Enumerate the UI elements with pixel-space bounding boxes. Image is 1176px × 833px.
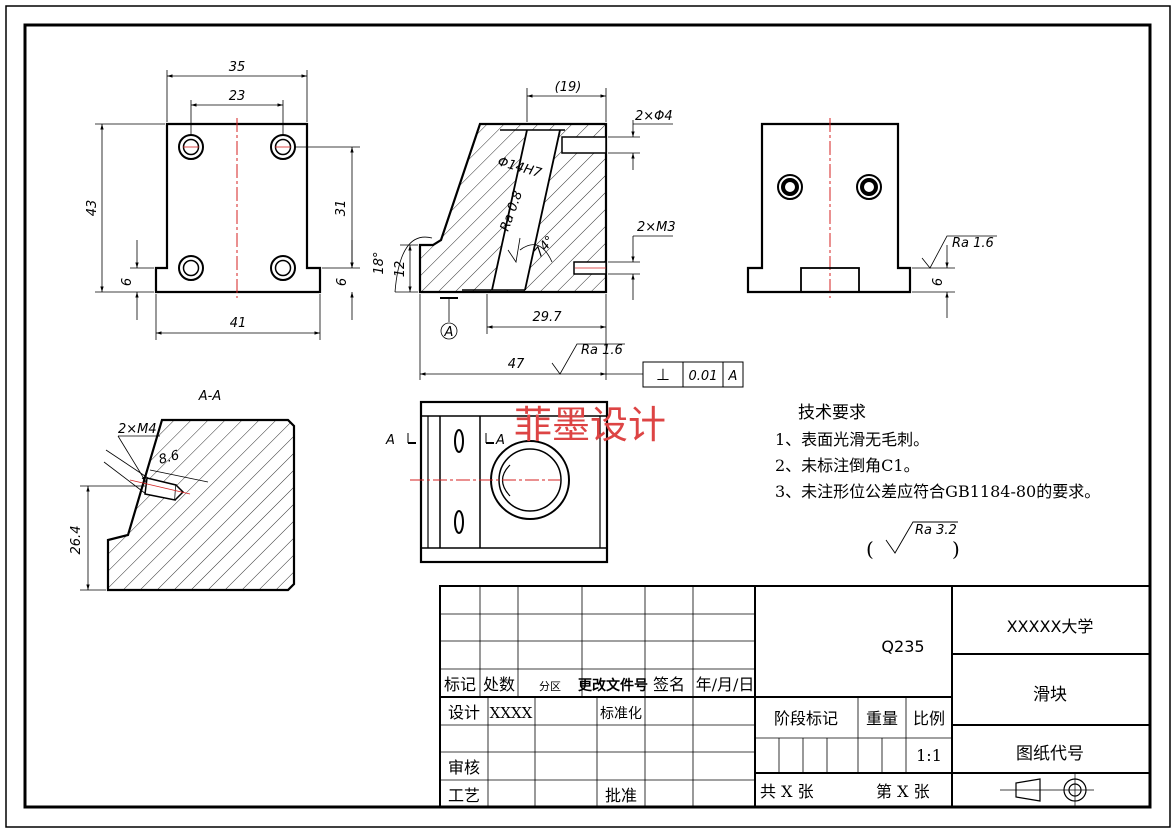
top-view-label-left: A xyxy=(385,433,395,448)
dim-2x-m3: 2×M3 xyxy=(637,220,676,235)
tolerance-value: 0.01 xyxy=(689,369,718,384)
dim-41: 41 xyxy=(230,316,247,331)
close-paren: ) xyxy=(952,537,960,561)
header-mark: 标记 xyxy=(444,675,476,694)
header-date: 年/月/日 xyxy=(696,675,755,694)
dim-35: 35 xyxy=(229,60,246,75)
dim-6-right: 6 xyxy=(335,278,350,286)
general-roughness: Ra 3.2 xyxy=(915,523,957,538)
drawing-code-label: 图纸代号 xyxy=(1016,744,1084,764)
dim-23: 23 xyxy=(229,89,246,104)
dim-19: (19) xyxy=(555,80,582,95)
section-thread: 2×M4 xyxy=(118,422,157,437)
top-view-label-right: A xyxy=(495,433,505,448)
side-view xyxy=(394,88,744,388)
scale-label: 比例 xyxy=(913,709,945,728)
designer: XXXX xyxy=(490,704,533,722)
dim-6-left: 6 xyxy=(120,278,135,286)
header-count: 处数 xyxy=(483,675,515,694)
header-change-doc: 更改文件号 xyxy=(578,677,648,694)
scale-value: 1:1 xyxy=(916,746,942,765)
tolerance-datum: A xyxy=(728,369,738,384)
title-block xyxy=(439,585,1151,808)
dim-18-deg: 18° xyxy=(372,251,387,274)
outer-border xyxy=(5,5,1171,828)
top-view xyxy=(407,400,609,564)
sheet-number: 第 X 张 xyxy=(876,782,930,801)
material: Q235 xyxy=(881,637,924,656)
approve-label: 批准 xyxy=(605,786,637,805)
header-zone: 分区 xyxy=(539,680,561,693)
dim-31: 31 xyxy=(334,200,349,217)
section-title: A-A xyxy=(198,389,221,404)
right-ra: Ra 1.6 xyxy=(952,236,994,251)
dim-47: 47 xyxy=(508,357,525,372)
right-dim-6: 6 xyxy=(931,278,946,286)
side-ra: Ra 1.6 xyxy=(581,343,623,358)
dim-43: 43 xyxy=(85,200,100,217)
section-a-a xyxy=(80,418,296,592)
front-view xyxy=(95,70,360,340)
open-paren: ( xyxy=(866,537,874,561)
standardize-label: 标准化 xyxy=(600,706,642,722)
general-roughness-symbol xyxy=(885,521,958,554)
tech-note-3: 3、未注形位公差应符合GB1184-80的要求。 xyxy=(775,482,1100,501)
tech-notes-title: 技术要求 xyxy=(798,403,866,423)
process-label: 工艺 xyxy=(448,786,480,805)
weight-label: 重量 xyxy=(866,709,898,728)
header-signature: 签名 xyxy=(653,675,685,694)
tech-note-2: 2、未标注倒角C1。 xyxy=(775,456,920,475)
design-label: 设计 xyxy=(448,703,480,722)
dim-12: 12 xyxy=(393,261,408,278)
section-height: 26.4 xyxy=(69,526,84,555)
tolerance-symbol: ⊥ xyxy=(656,365,670,384)
section-depth: 8.6 xyxy=(157,448,181,468)
dim-2x-phi4: 2×Φ4 xyxy=(635,109,673,124)
dim-29-7: 29.7 xyxy=(533,310,563,325)
part-name: 滑块 xyxy=(1033,685,1067,705)
right-view xyxy=(746,118,997,318)
stage-label: 阶段标记 xyxy=(774,709,838,728)
tech-note-1: 1、表面光滑无毛刺。 xyxy=(775,430,929,449)
total-sheets: 共 X 张 xyxy=(760,782,814,801)
school-name: XXXXX大学 xyxy=(1007,617,1094,636)
datum-a: A xyxy=(444,325,454,340)
review-label: 审核 xyxy=(448,758,480,777)
watermark: 菲墨设计 xyxy=(514,403,666,447)
